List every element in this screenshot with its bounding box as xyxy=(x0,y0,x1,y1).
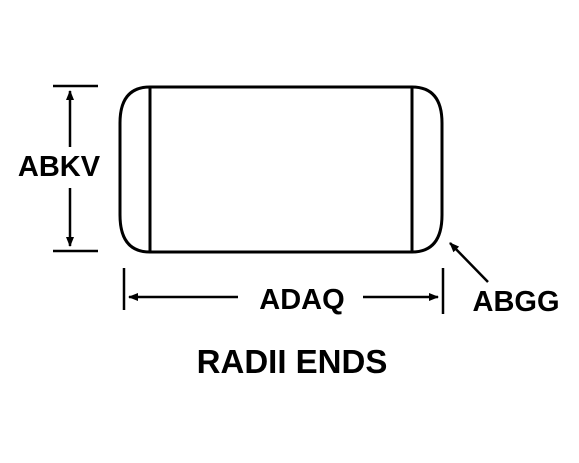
length-label: ADAQ xyxy=(259,284,344,316)
pin-body xyxy=(118,85,444,254)
length-dimension xyxy=(122,268,445,314)
pin-outline xyxy=(118,85,444,254)
height-dimension xyxy=(53,84,98,253)
end-radius-label: ABGG xyxy=(473,286,560,318)
height-label: ABKV xyxy=(18,151,101,183)
end-radius-arrow xyxy=(449,242,489,283)
caption: RADII ENDS xyxy=(197,343,388,380)
end-radius-leader xyxy=(449,242,489,283)
